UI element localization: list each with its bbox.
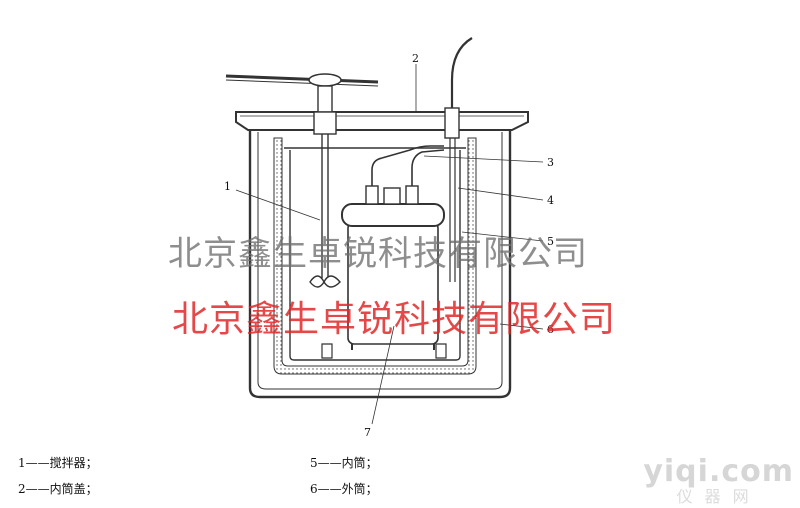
legend-item-5: 5——内筒； xyxy=(310,456,378,470)
leader-6 xyxy=(499,323,544,330)
bottom-support-left xyxy=(321,343,333,359)
legend-item-1: 1——搅拌器； xyxy=(18,456,98,470)
brand-watermark: yiqi.com 仪器网 xyxy=(643,456,794,506)
stirrer-bearing xyxy=(313,111,337,135)
thermometer-cable xyxy=(450,37,473,110)
leader-4 xyxy=(457,187,544,201)
ignition-wire-b xyxy=(411,149,445,186)
callout-6: 6 xyxy=(547,323,554,336)
brand-sub: 仪器网 xyxy=(676,487,761,506)
leader-1 xyxy=(235,189,321,221)
stirrer-blade xyxy=(309,275,341,288)
stirrer-collar xyxy=(317,85,333,113)
ignition-wire-a xyxy=(371,145,444,186)
outer-jacket xyxy=(248,128,512,399)
bomb-valve-left xyxy=(365,185,379,205)
stirrer-handle xyxy=(225,74,379,84)
watermark-red: 北京鑫生卓锐科技有限公司 xyxy=(172,299,617,340)
bottom-support-right xyxy=(435,343,447,359)
inner-cylinder xyxy=(289,150,461,361)
stirrer-knob xyxy=(308,73,342,87)
top-cover xyxy=(235,111,529,131)
leader-5 xyxy=(461,231,544,242)
legend-item-6: 6——外筒； xyxy=(310,482,378,496)
bomb-valve-right xyxy=(405,185,419,205)
thermometer-fitting xyxy=(444,107,460,139)
callout-5: 5 xyxy=(547,235,554,248)
callout-1: 1 xyxy=(224,180,231,193)
insulation-layer xyxy=(273,137,477,375)
callout-7: 7 xyxy=(364,426,371,439)
watermark-gray: 北京鑫生卓锐科技有限公司 xyxy=(168,234,588,274)
legend-item-2: 2——内筒盖； xyxy=(18,482,98,496)
callout-3: 3 xyxy=(547,156,554,169)
brand-logo: yiqi.com xyxy=(643,454,794,489)
callout-4: 4 xyxy=(547,194,554,207)
bomb-valve-center xyxy=(383,187,401,205)
stirrer-handle-edge xyxy=(225,79,379,87)
bomb-cap xyxy=(341,203,445,227)
callout-2: 2 xyxy=(412,52,419,65)
leader-3 xyxy=(423,155,544,163)
leader-7 xyxy=(371,325,395,425)
bomb-feet xyxy=(351,344,435,350)
